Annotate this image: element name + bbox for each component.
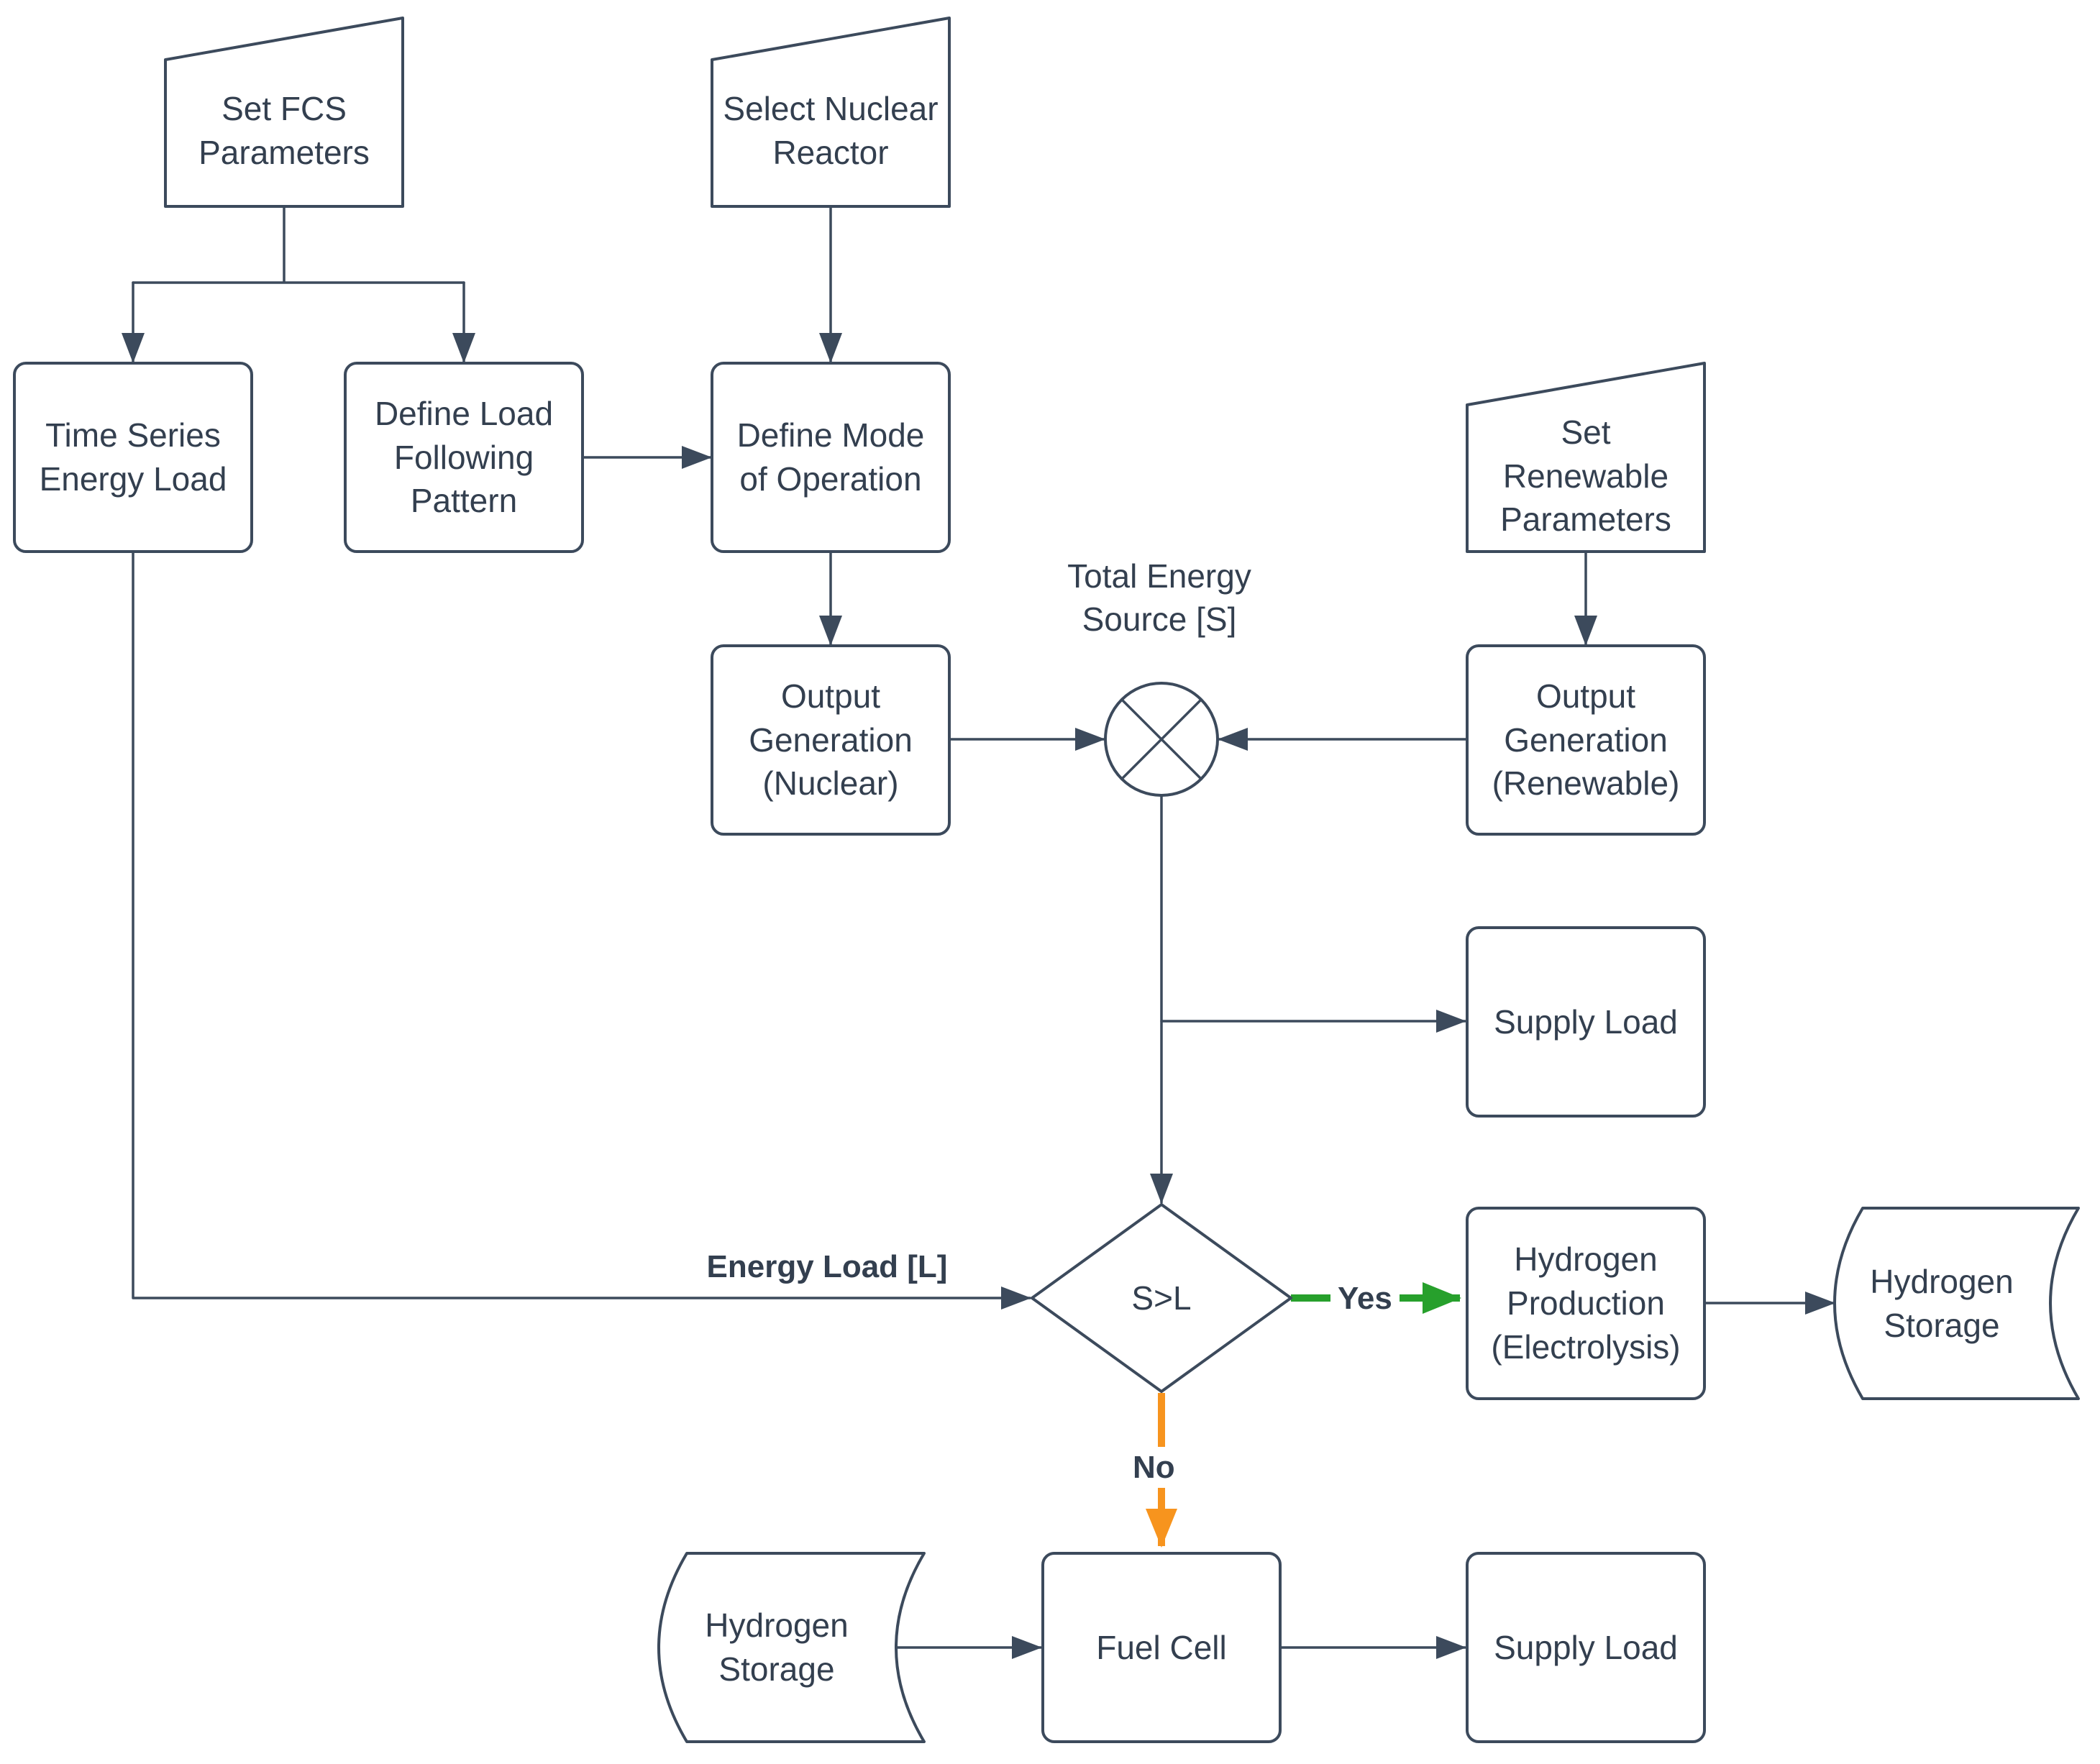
node-select-nuclear-shape bbox=[711, 17, 951, 208]
node-decision-shape bbox=[1031, 1203, 1292, 1393]
node-set-renewable-shape bbox=[1466, 362, 1706, 553]
edge-energyload-to-decision bbox=[132, 550, 1031, 1310]
node-set-fcs-shape bbox=[164, 17, 404, 208]
node-define-load-shape bbox=[344, 362, 584, 553]
node-hydrogen-storage-right-shape bbox=[1833, 1207, 2080, 1400]
node-time-series-shape bbox=[13, 362, 253, 553]
node-supply-load-bottom-shape bbox=[1466, 1552, 1706, 1743]
node-output-nuclear-shape bbox=[711, 644, 951, 836]
node-define-mode-shape bbox=[711, 362, 951, 553]
node-hydrogen-storage-bottom-shape bbox=[657, 1552, 926, 1743]
node-hydrogen-production-shape bbox=[1466, 1207, 1706, 1400]
edge-setfcs-split bbox=[132, 205, 465, 284]
node-fuel-cell-shape bbox=[1041, 1552, 1282, 1743]
node-supply-load-top-shape bbox=[1466, 926, 1706, 1118]
junction-x-lines bbox=[1120, 698, 1202, 780]
node-output-renewable-shape bbox=[1466, 644, 1706, 836]
